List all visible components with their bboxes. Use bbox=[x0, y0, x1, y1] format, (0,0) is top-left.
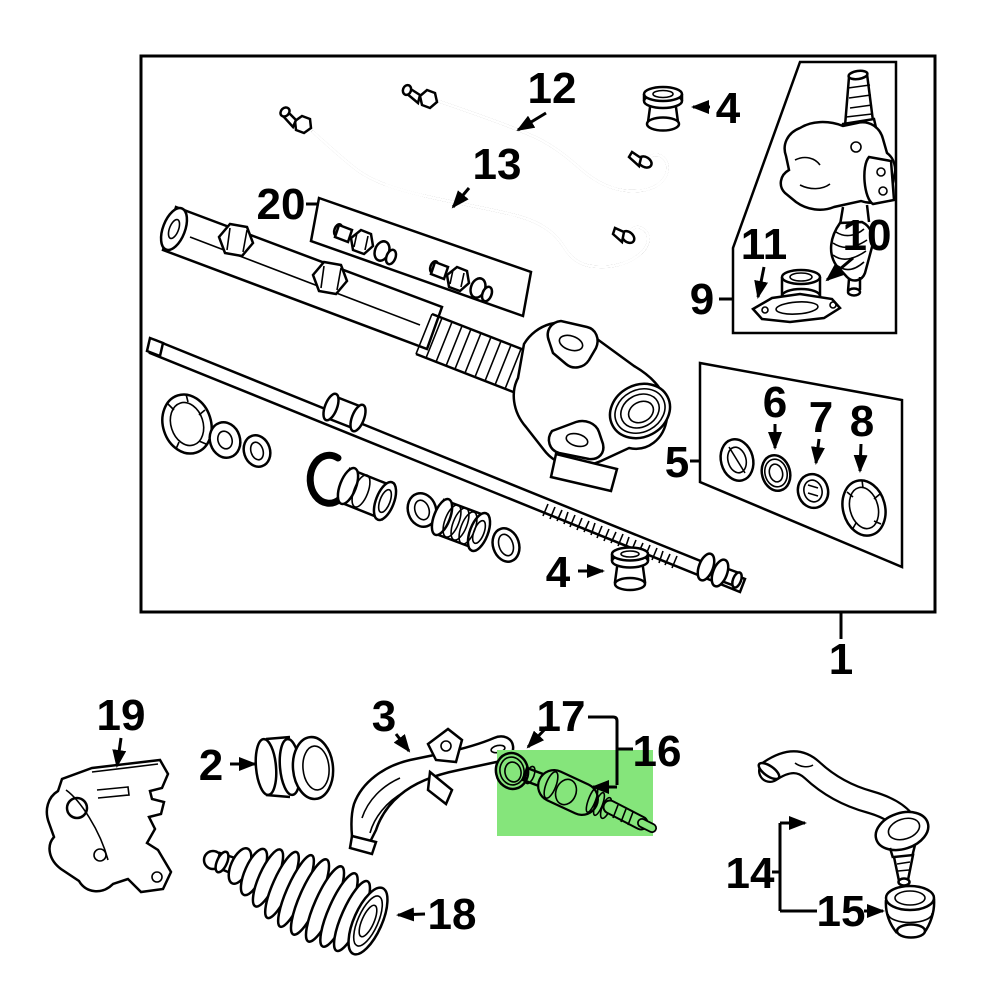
pipe-grommet-bottom bbox=[610, 546, 650, 592]
label-18: 18 bbox=[428, 890, 477, 939]
callout-labels: 1 12 13 20 4 9 11 10 5 6 7 8 4 19 2 3 17 bbox=[97, 64, 892, 939]
steering-rack-bar bbox=[145, 336, 747, 594]
label-6: 6 bbox=[763, 378, 787, 427]
mount-bushing-2 bbox=[254, 735, 335, 801]
label-13: 13 bbox=[473, 140, 522, 189]
label-15: 15 bbox=[817, 887, 866, 936]
rack-housing bbox=[159, 205, 672, 493]
mount-lug-bottom bbox=[547, 419, 605, 461]
label-8: 8 bbox=[850, 397, 874, 446]
label-9: 9 bbox=[690, 275, 714, 324]
snap-ring bbox=[306, 451, 344, 507]
feed-pipe bbox=[401, 83, 669, 193]
label-12: 12 bbox=[528, 64, 577, 113]
label-5: 5 bbox=[665, 438, 689, 487]
valve-pinion-assembly bbox=[779, 69, 897, 297]
label-2: 2 bbox=[199, 741, 223, 790]
dust-seal-15 bbox=[884, 884, 936, 939]
pipe-grommet-top bbox=[642, 85, 684, 132]
label-3: 3 bbox=[372, 692, 396, 741]
cylinder-kit-fittings bbox=[332, 223, 494, 303]
label-14: 14 bbox=[726, 849, 775, 898]
label-10: 10 bbox=[843, 211, 892, 260]
label-4-top: 4 bbox=[716, 84, 741, 133]
label-20: 20 bbox=[257, 180, 306, 229]
mount-lug-top bbox=[546, 319, 599, 369]
label-17: 17 bbox=[537, 692, 586, 741]
seal-kit-rings bbox=[719, 438, 887, 537]
rack-bracket-3 bbox=[348, 727, 515, 856]
label-11: 11 bbox=[741, 220, 788, 269]
valve-gasket bbox=[751, 292, 842, 324]
inner-tie-rod-16 bbox=[521, 765, 657, 833]
label-16: 16 bbox=[633, 727, 682, 776]
mount-bracket-19 bbox=[45, 758, 173, 894]
label-4-bottom: 4 bbox=[546, 548, 571, 597]
tie-rod-end-14 bbox=[757, 750, 930, 887]
label-1: 1 bbox=[829, 635, 853, 684]
label-19: 19 bbox=[97, 691, 146, 740]
return-pipe bbox=[279, 106, 650, 269]
rack-boot-18 bbox=[202, 847, 389, 956]
label-7: 7 bbox=[809, 393, 833, 442]
rack-seal-parts-row bbox=[161, 393, 521, 563]
